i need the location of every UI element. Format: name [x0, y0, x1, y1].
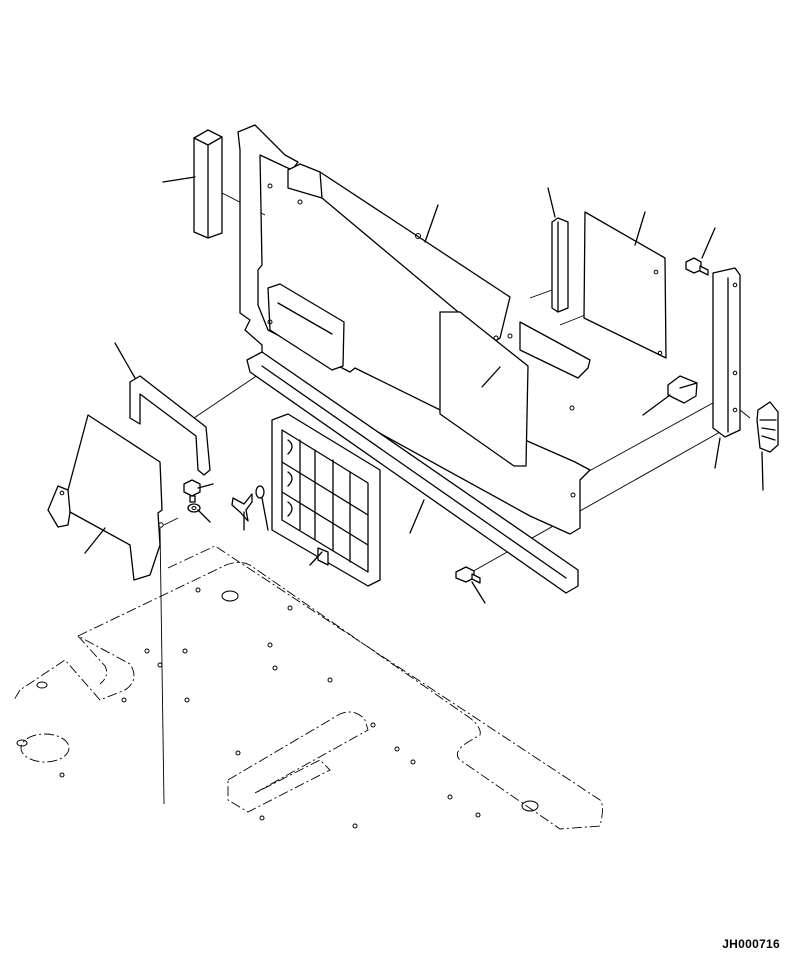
foam-strip [551, 217, 569, 313]
handle-bar [129, 375, 211, 476]
bracket-plate [712, 267, 751, 438]
hex-bolt-top-right [685, 257, 709, 276]
rear-panel [237, 124, 591, 535]
flange-bolt [455, 566, 481, 584]
side-cover [47, 414, 164, 581]
washer [187, 503, 201, 513]
small-block [667, 375, 698, 404]
filter-grille [271, 413, 381, 587]
clip [756, 401, 779, 453]
wing-nut [231, 493, 253, 522]
leader-lines [84, 176, 764, 604]
floor-plate [13, 545, 603, 830]
washer-small [255, 485, 265, 499]
long-strip [246, 351, 579, 594]
bolt [183, 479, 201, 503]
drawing-number: JH000716 [722, 937, 780, 951]
foam-block-left [193, 129, 223, 239]
cover-plate [583, 211, 667, 359]
